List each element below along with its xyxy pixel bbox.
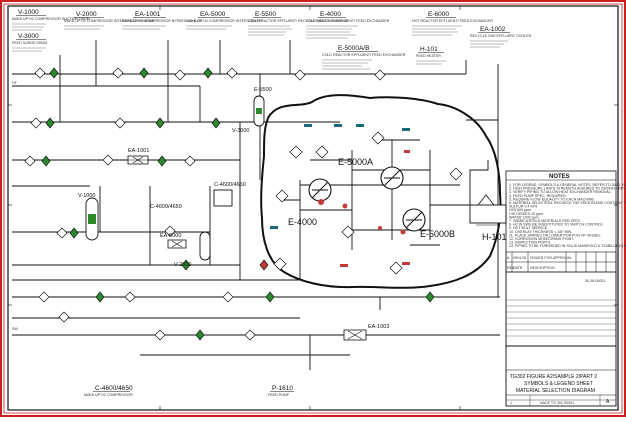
- note-item: CHLORIDES 10 ppm: [509, 212, 543, 216]
- vessels: [85, 95, 265, 261]
- title-nace-number: NACE TG 302-00001: [540, 401, 574, 405]
- rev-row1-rev: A: [507, 256, 510, 260]
- header-v3000-tag: V-3000: [18, 33, 39, 40]
- header-ea1002-tag: EA-1002: [480, 26, 506, 33]
- label-e5000a: E-5000A: [338, 157, 373, 167]
- title-block: 30-36-00001 TG302 FIGURE A2/SAMPLE 2/PAR…: [505, 271, 617, 407]
- header-e5500-desc: COLD REACTOR EFFLUENT/ RECYCLE GAS EXCHA…: [248, 19, 348, 23]
- inner-border-red: [3, 3, 623, 414]
- title-line-1: TG302 FIGURE A2/SAMPLE 2/PART 2: [510, 374, 597, 380]
- red-tags: [340, 150, 410, 267]
- header-h101-desc: FEED HEATER: [416, 54, 441, 58]
- vessel-c4600-knockout: [199, 231, 211, 261]
- exchanger-tubes: [311, 169, 423, 229]
- note-item: 1. FOR LEGEND, SYMBOLS & GENERAL NOTES, …: [509, 183, 626, 187]
- caption-c4600-desc: MAKE-UP H2 COMPRESSOR: [84, 393, 133, 397]
- caption-c4600-tag: C-4600/4650: [95, 385, 133, 392]
- label-e5000b: E-5000B: [420, 229, 455, 239]
- title-rev: A: [606, 399, 610, 405]
- title-sheet: 1: [510, 401, 512, 405]
- header-ea5000-desc: MAKE-UP H2 COMPRESSOR INTERCOOLER: [186, 19, 262, 23]
- label-v3000: V-3000: [232, 128, 249, 134]
- notes-list: 1. FOR LEGEND, SYMBOLS & GENERAL NOTES, …: [509, 183, 626, 248]
- note-item: WATER 1000 ppm: [509, 215, 539, 219]
- header-e5500-tag: E-5500: [255, 11, 276, 18]
- label-e5500: E-5500: [254, 87, 272, 93]
- note-item: 3. VERIFY PIPING TO ALLOW HEAT EXCHANGER…: [509, 190, 612, 194]
- rev-row1-desc: ISSUED FOR APPROVAL: [530, 256, 572, 260]
- header-e4000-desc: COLD REACTOR EFFLUENT/ FEED EXCHANGER: [306, 19, 390, 23]
- note-item: 10. OVERLAY THICKNESS = 1/8" MIN.: [509, 230, 572, 234]
- rev-row2-desc: DESCRIPTION: [530, 266, 555, 270]
- note-item: 5. REQUIRE FLOW EQUALITY TO EACH MACHINE…: [509, 197, 595, 201]
- note-item: 6. MATERIAL SELECTION: RECHECK THE FEED …: [509, 201, 626, 205]
- green-vessel-fills: [88, 108, 262, 224]
- note-item: 13. INSPECTION PORTS.: [509, 241, 551, 245]
- header-v3000-desc: FEED SURGE DRUM: [12, 41, 47, 45]
- fan-cooler-ea1003: [343, 329, 367, 341]
- diagram-labels: V-1000 EA-1001 EA-5000 V-3000 V-2000 C-4…: [12, 81, 507, 331]
- drawing-frame: [7, 5, 619, 411]
- note-item: 11. PLACE SPARES ON LOWER PORTION OF VES…: [509, 233, 602, 237]
- fan-cooler-ea1001: [127, 155, 149, 165]
- note-item: 12. CORROSION MONITORING POINT.: [509, 237, 574, 241]
- header-v1000-desc: MAKE-UP H2 COMPRESSOR SUCTION DRUM: [12, 17, 90, 21]
- label-h101: H-101: [482, 232, 507, 242]
- stream-label-hf: HF: [12, 81, 18, 85]
- stream-label-sw: SW: [12, 327, 18, 331]
- title-line-2: SYMBOLS & LEGEND SHEET: [524, 381, 593, 387]
- label-v1000: V-1000: [78, 193, 95, 199]
- compressor-c4600: [213, 189, 233, 207]
- instrument-balloons: [270, 124, 410, 229]
- header-e6000-desc: HOT REACTOR EFFLUENT/ FEED EXCHANGER: [412, 19, 493, 23]
- note-item: 8. H2 IN SWS BE SUBSTITUTED TO SWITCH CO…: [509, 223, 604, 227]
- notes-title: NOTES: [549, 174, 570, 180]
- label-e4000: E-4000: [288, 217, 317, 227]
- note-item: 7. FABRICATION & MATERIALS PER SPEC.: [509, 219, 581, 223]
- title-line-3: MATERIAL SELECTION DIAGRAM: [516, 388, 595, 394]
- bottom-captions: C-4600/4650 MAKE-UP H2 COMPRESSOR P-1610…: [84, 385, 294, 397]
- notes-panel: NOTES 1. FOR LEGEND, SYMBOLS & GENERAL N…: [505, 170, 626, 347]
- note-item: 2. HIGH PRESSURE LIMITS STRENGTH ASSURED…: [509, 187, 626, 191]
- header-ea1002-desc: RECYCLE GAS EFFLUENT COOLER: [470, 34, 532, 38]
- label-c4600-b: C-4600/4650: [150, 204, 182, 210]
- label-v2000: V-2000: [174, 262, 191, 268]
- caption-p1610-tag: P-1610: [272, 385, 293, 392]
- cooler-ea5000: [167, 239, 187, 249]
- header-h101-tag: H-101: [420, 46, 438, 53]
- process-lines: [12, 40, 500, 370]
- header-e5000ab-tag: E-5000A/B: [338, 45, 369, 52]
- label-fan-ea1001: EA-1001: [128, 148, 149, 154]
- rev-row2-date: DATE: [513, 266, 523, 270]
- header-e5000ab-desc: COLD REACTOR EFFLUENT/ FEED EXCHANGER: [322, 53, 406, 57]
- header-ea1001-tag: EA-1001: [135, 11, 161, 18]
- note-item: 9. HOT BOLT SERVICE.: [509, 226, 548, 230]
- header-v1000-tag: V-1000: [18, 9, 39, 16]
- instrument-symbols: [24, 67, 463, 341]
- rev-row1-date: 09/11/01: [513, 256, 527, 260]
- header-spec-lines: [12, 23, 508, 70]
- header-e6000-tag: E-6000: [428, 11, 449, 18]
- heater-h101: [469, 160, 507, 226]
- label-ea1003: EA-1003: [368, 324, 389, 330]
- note-item: 4. FEED PUMP SPEC. REQUIRED.: [509, 194, 567, 198]
- note-item: SULFUR 0.4 wt%: [509, 205, 538, 209]
- header-ea5000-tag: EA-5000: [200, 11, 226, 18]
- header-ea1001-desc: MAKE-UP H2 COMPRESSOR BYPASS COOLER: [122, 19, 203, 23]
- note-item: 14. PIPING TO BE FURNISHED IN SOLID MANI…: [509, 244, 626, 248]
- header-v2000-desc: MAKE-UP H2 COMPRESSOR INTERSTAGE KO DRUM: [64, 19, 155, 23]
- header-v2000-tag: V-2000: [76, 11, 97, 18]
- process-boundary-cloud: [260, 94, 502, 289]
- label-c4600-a: C-4600/4650: [214, 182, 246, 188]
- header-e4000-tag: E-4000: [320, 11, 341, 18]
- equipment-headers: V-1000 MAKE-UP H2 COMPRESSOR SUCTION DRU…: [12, 9, 532, 58]
- rev-row2-rev: REV: [507, 266, 515, 270]
- hot-spot-markers: [318, 199, 406, 235]
- drawing-number-small: 30-36-00001: [585, 279, 605, 283]
- label-ea5000: EA-5000: [160, 233, 181, 239]
- caption-p1610-desc: FEED PUMP: [268, 393, 290, 397]
- note-item: H2S 500 ppm: [509, 208, 531, 212]
